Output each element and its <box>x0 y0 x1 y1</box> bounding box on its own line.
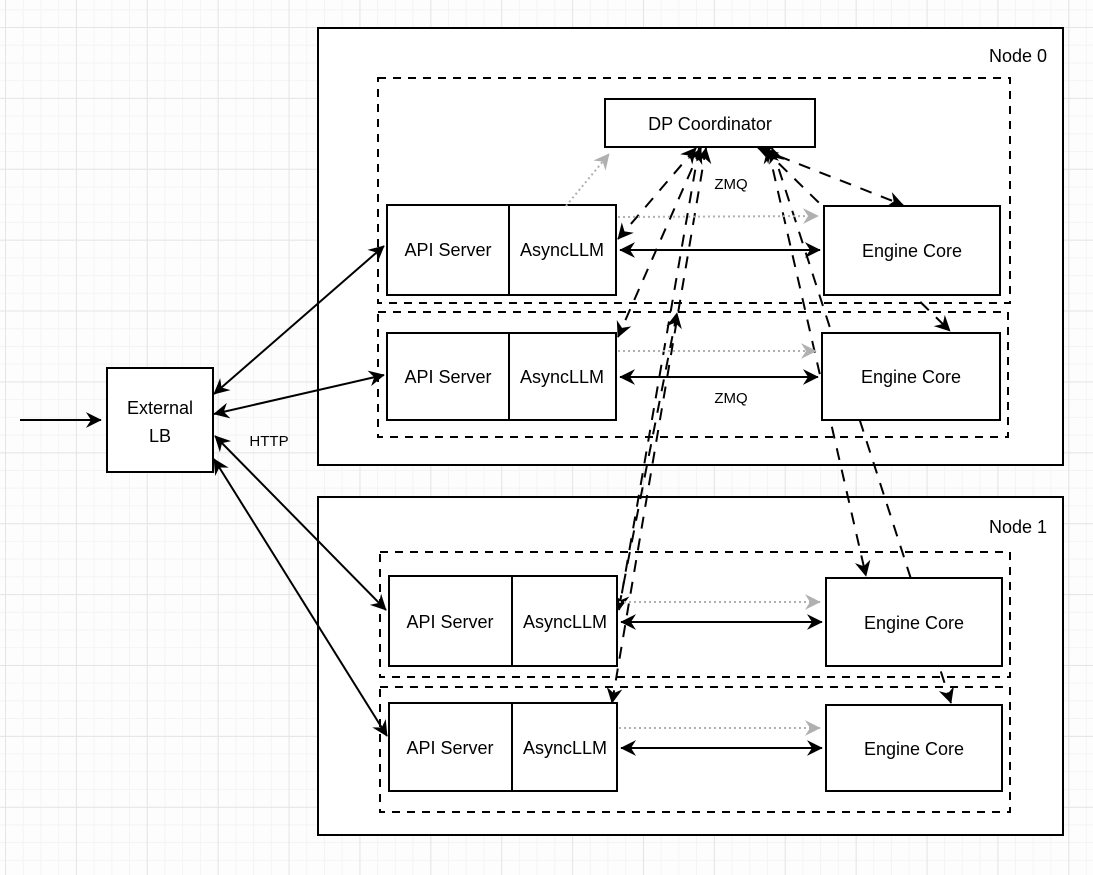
external-lb-label-line1: External <box>127 398 193 418</box>
node1-label: Node 1 <box>989 517 1047 537</box>
solid-edge-lb-api-n0r1 <box>213 370 385 419</box>
engine-core-box-n1r0 <box>825 577 1003 667</box>
dp-coordinator-box <box>604 98 816 148</box>
engine-core-label-n0r0: Engine Core <box>862 241 962 261</box>
external-lb-label-line2: LB <box>149 426 171 446</box>
api-server-label-n1r0: API Server <box>406 612 493 632</box>
engine-core-box-n0r0 <box>823 205 1001 296</box>
dashed-edge-dp-async-n1r1 <box>606 147 712 704</box>
api-server-box-n1r0 <box>388 575 618 667</box>
engine-core-box-n0r1 <box>821 332 1001 421</box>
node0-label: Node 0 <box>989 46 1047 66</box>
api-server-box-n1r1 <box>388 702 618 792</box>
async-llm-label-n1r0: AsyncLLM <box>523 612 607 632</box>
labels: Node 0 Node 1 DP Coordinator API Server … <box>127 46 1047 759</box>
api-server-label-n0r0: API Server <box>404 240 491 260</box>
zmq-label-row: ZMQ <box>714 390 747 407</box>
engine-core-box-n1r1 <box>825 704 1003 792</box>
solid-edge-lb-api-n1r1 <box>213 458 388 737</box>
engine-core-label-n0r1: Engine Core <box>861 367 961 387</box>
engine-core-label-n1r1: Engine Core <box>864 739 964 759</box>
process-group-node0-row0 <box>377 77 1011 304</box>
load-balancer-arrows <box>20 245 388 737</box>
external-lb-box <box>106 367 214 473</box>
engine-core-label-n1r0: Engine Core <box>864 613 964 633</box>
api-server-box-n0r0 <box>386 204 617 296</box>
solid-edge-lb-api-n0r0 <box>213 245 385 395</box>
async-llm-label-n0r1: AsyncLLM <box>520 367 604 387</box>
zmq-label-coordinator: ZMQ <box>714 176 747 193</box>
http-label: HTTP <box>249 433 288 450</box>
async-llm-label-n0r0: AsyncLLM <box>520 240 604 260</box>
process-group-node1-row1 <box>379 686 1011 813</box>
api-server-label-n0r1: API Server <box>404 367 491 387</box>
row-arrows <box>565 153 823 756</box>
api-server-label-n1r1: API Server <box>406 738 493 758</box>
component-boxes <box>106 98 1003 792</box>
dp-coordinator-label: DP Coordinator <box>648 114 772 134</box>
dotted-edge-async-dp-coordinator <box>565 153 610 207</box>
dotted-edge-async-engine-n0r0 <box>617 208 819 224</box>
api-server-box-n0r1 <box>386 332 617 421</box>
async-llm-label-n1r1: AsyncLLM <box>523 738 607 758</box>
